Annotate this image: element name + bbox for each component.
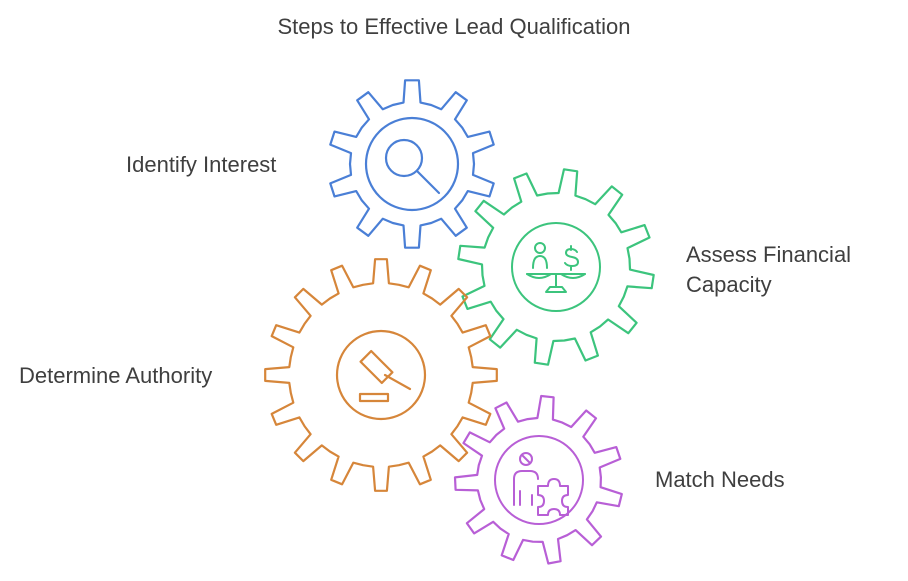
step-label-identify-interest: Identify Interest: [126, 152, 277, 177]
gear-identify-interest: [329, 79, 495, 249]
step-label-determine-authority: Determine Authority: [19, 363, 213, 388]
step-label-assess-financial-capacity: Assess Financial Capacity: [686, 242, 852, 297]
gear-assess-financial: [457, 168, 655, 366]
gear-determine-authority: [264, 258, 498, 492]
magnifier-icon: [364, 116, 460, 212]
diagram-title: Steps to Effective Lead Qualification: [277, 14, 631, 39]
person-money-scale-icon: [511, 222, 601, 312]
person-puzzle-icon: [494, 435, 584, 525]
gear-match-needs: [453, 394, 623, 565]
step-label-match-needs: Match Needs: [655, 467, 785, 492]
gavel-icon: [335, 329, 427, 421]
